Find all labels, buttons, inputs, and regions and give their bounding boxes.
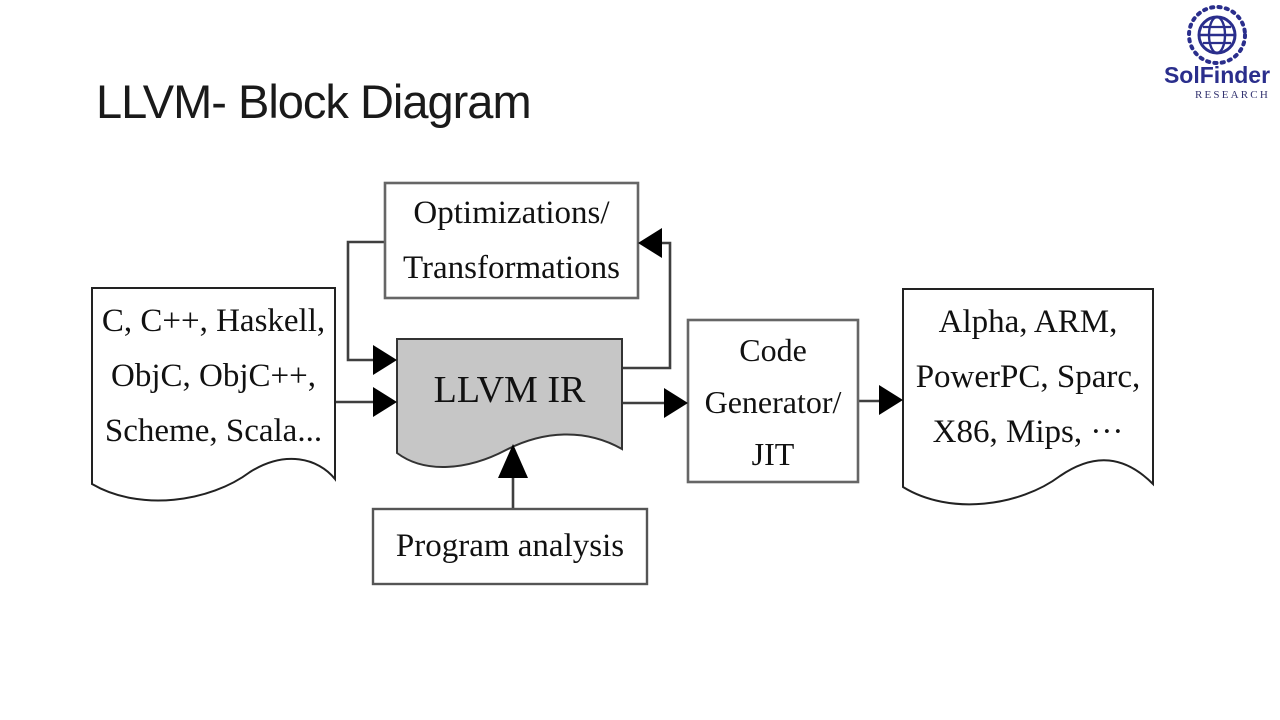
label-line: Generator/: [704, 384, 842, 420]
source-languages-node: [91, 287, 336, 502]
label-line: LLVM IR: [433, 369, 586, 411]
logo-name: SolFinder: [1163, 62, 1271, 88]
label-line: Alpha, ARM,: [938, 303, 1118, 340]
program-analysis-label: Program analysis: [373, 509, 647, 584]
solfinder-logo: SolFinder RESEARCH: [1162, 4, 1272, 101]
label-line: ObjC, ObjC++,: [111, 357, 316, 394]
optimizations-node: [383, 181, 640, 300]
source-languages-label: C, C++, Haskell, ObjC, ObjC++, Scheme, S…: [92, 290, 335, 462]
label-line: Scheme, Scala...: [104, 412, 323, 449]
label-line: Program analysis: [395, 528, 625, 564]
arrowheads: [373, 228, 903, 478]
label-line: Transformations: [403, 249, 620, 286]
arrow-analysis-into-ir: [498, 444, 528, 478]
globe-icon: [1184, 4, 1250, 68]
arrow-source-into-ir: [373, 387, 397, 417]
program-analysis-node: [371, 507, 649, 586]
code-generator-node: [686, 318, 860, 484]
label-line: Code: [739, 332, 807, 368]
label-line: X86, Mips, ···: [932, 413, 1124, 450]
label-line: C, C++, Haskell,: [101, 302, 326, 339]
arrow-ir-into-opts: [638, 228, 662, 258]
llvm-ir-label: LLVM IR: [397, 339, 622, 441]
page-title: LLVM- Block Diagram: [96, 75, 532, 128]
label-line: PowerPC, Sparc,: [915, 358, 1141, 395]
label-line: JIT: [751, 436, 795, 472]
target-architectures-label: Alpha, ARM, PowerPC, Sparc, X86, Mips, ·…: [903, 294, 1153, 460]
code-generator-label: Code Generator/ JIT: [688, 323, 858, 481]
arrow-ir-into-codegen: [664, 388, 688, 418]
arrow-codegen-into-targets: [879, 385, 903, 415]
edge-ir-to-opts: [622, 241, 672, 370]
llvm-ir-node: [396, 338, 623, 468]
label-line: Optimizations/: [413, 194, 610, 231]
arrow-loop-into-ir: [373, 345, 397, 375]
logo-subtitle: RESEARCH: [1194, 89, 1270, 101]
optimizations-label: Optimizations/ Transformations: [385, 183, 638, 298]
edge-opts-to-ir: [346, 240, 385, 362]
target-architectures-node: [902, 288, 1154, 506]
